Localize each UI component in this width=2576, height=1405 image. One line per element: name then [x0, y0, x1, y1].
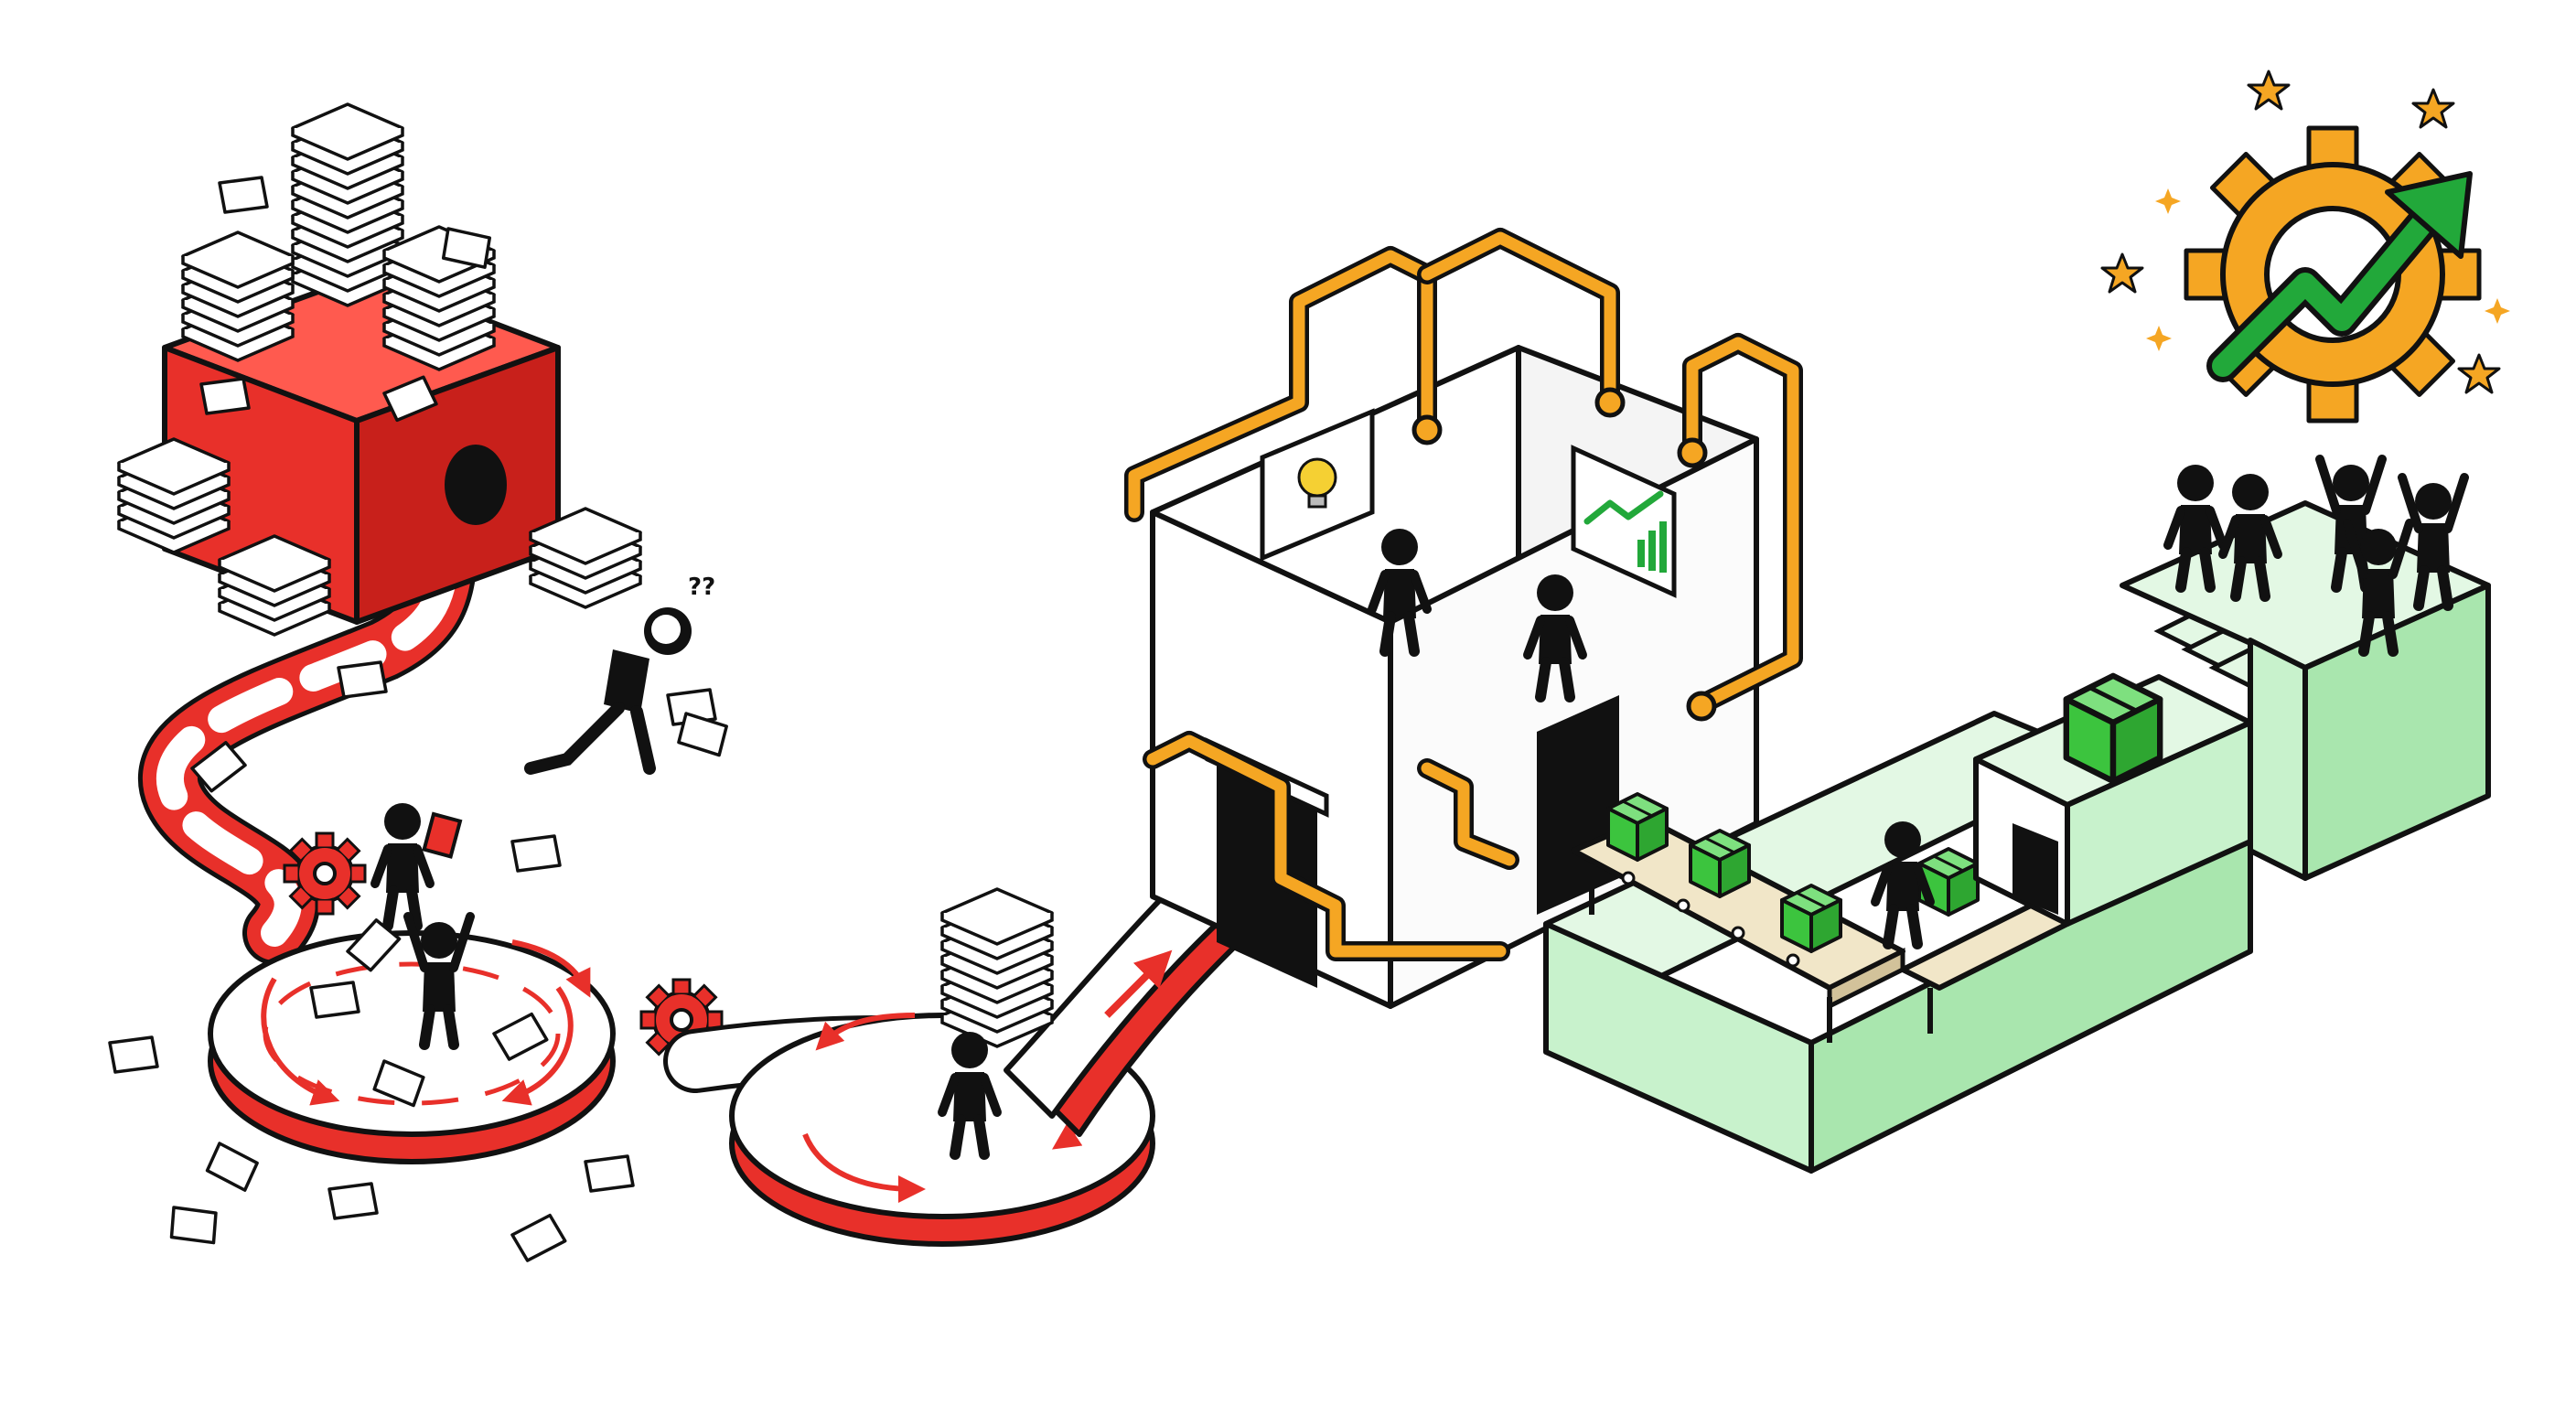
- second-loop: [663, 1013, 1155, 1247]
- red-gear-left: [283, 831, 367, 916]
- clipboard-worker: [375, 803, 463, 926]
- trend-board: [1571, 445, 1677, 598]
- chaos-section: ??: [108, 102, 1311, 1264]
- growth-arrow-icon: [2206, 171, 2473, 382]
- process-building: [1124, 228, 1803, 1009]
- paper-vortex-loop: [208, 917, 616, 1164]
- trend-chart-icon: [1583, 490, 1664, 525]
- order-section: [1543, 70, 2510, 1174]
- lightbulb-board: [1260, 408, 1375, 562]
- confused-question-marks: ??: [688, 574, 715, 601]
- box-icon: [1606, 792, 1669, 862]
- orange-pipes: [1124, 228, 1803, 961]
- overwhelmed-carrier: ??: [524, 507, 717, 775]
- lightbulb-icon: [1297, 457, 1337, 509]
